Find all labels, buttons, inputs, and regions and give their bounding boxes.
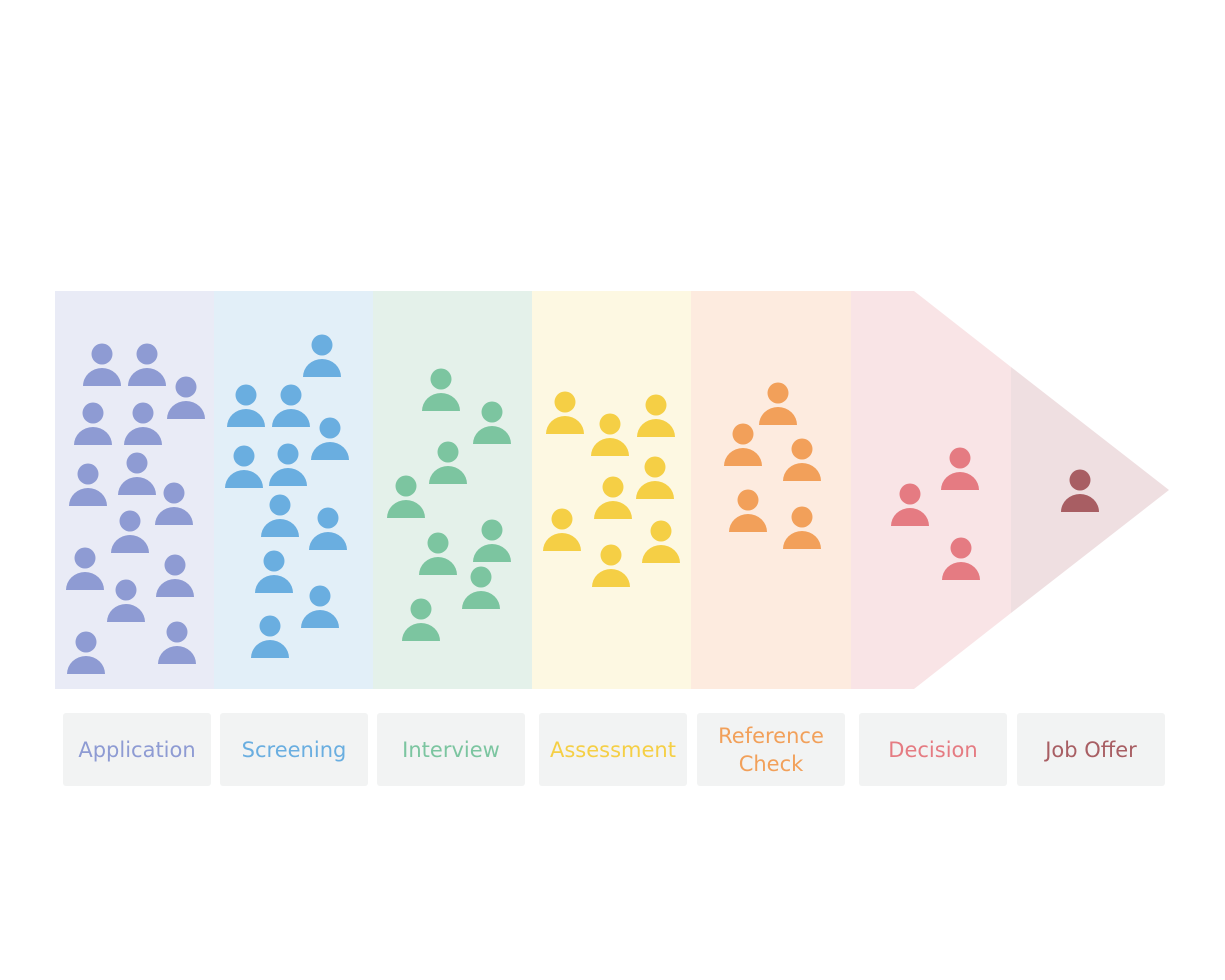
stage-band-reference-check [691,291,851,689]
person-icon [543,508,581,551]
person-icon [546,391,584,434]
person-icon [387,475,425,518]
person-icon [402,598,440,641]
person-icon [251,615,289,658]
person-icon [942,537,980,580]
stage-label-assessment: Assessment [539,713,687,786]
person-icon [227,384,265,427]
stage-label-application: Application [63,713,211,786]
person-icon [637,394,675,437]
person-icon [473,519,511,562]
person-icon [69,463,107,506]
person-icon [429,441,467,484]
person-icon [941,447,979,490]
person-icon [311,417,349,460]
person-icon [272,384,310,427]
stage-label-text: Reference Check [718,723,824,776]
stage-label-reference-check: Reference Check [697,713,845,786]
person-icon [303,334,341,377]
person-icon [309,507,347,550]
person-icon [225,445,263,488]
person-icon [759,382,797,425]
person-icon [67,631,105,674]
person-icon [636,456,674,499]
stage-label-text: Assessment [550,737,676,762]
person-icon [118,452,156,495]
stage-band-screening [214,291,373,689]
stage-label-text: Screening [241,737,347,762]
stage-band-decision [851,291,1011,689]
person-icon [891,483,929,526]
person-icon [74,402,112,445]
stage-label-text: Job Offer [1045,737,1137,762]
person-icon [128,343,166,386]
person-icon [724,423,762,466]
person-icon [1061,469,1099,512]
person-icon [473,401,511,444]
person-icon [419,532,457,575]
person-icon [301,585,339,628]
person-icon [158,621,196,664]
person-icon [107,579,145,622]
stage-label-decision: Decision [859,713,1007,786]
stage-label-text: Interview [402,737,500,762]
person-icon [261,494,299,537]
stage-label-text: Application [78,737,196,762]
stage-label-text: Decision [888,737,978,762]
stage-label-job-offer: Job Offer [1017,713,1165,786]
stage-band-job-offer [1011,367,1169,613]
stage-label-screening: Screening [220,713,368,786]
person-icon [594,476,632,519]
person-icon [155,482,193,525]
stage-label-interview: Interview [377,713,525,786]
person-icon [783,438,821,481]
person-icon [111,510,149,553]
person-icon [66,547,104,590]
person-icon [255,550,293,593]
stage-band-interview [373,291,532,689]
person-icon [729,489,767,532]
person-icon [124,402,162,445]
person-icon [591,413,629,456]
person-icon [783,506,821,549]
person-icon [83,343,121,386]
person-icon [167,376,205,419]
person-icon [592,544,630,587]
person-icon [642,520,680,563]
person-icon [269,443,307,486]
person-icon [462,566,500,609]
person-icon [156,554,194,597]
person-icon [422,368,460,411]
